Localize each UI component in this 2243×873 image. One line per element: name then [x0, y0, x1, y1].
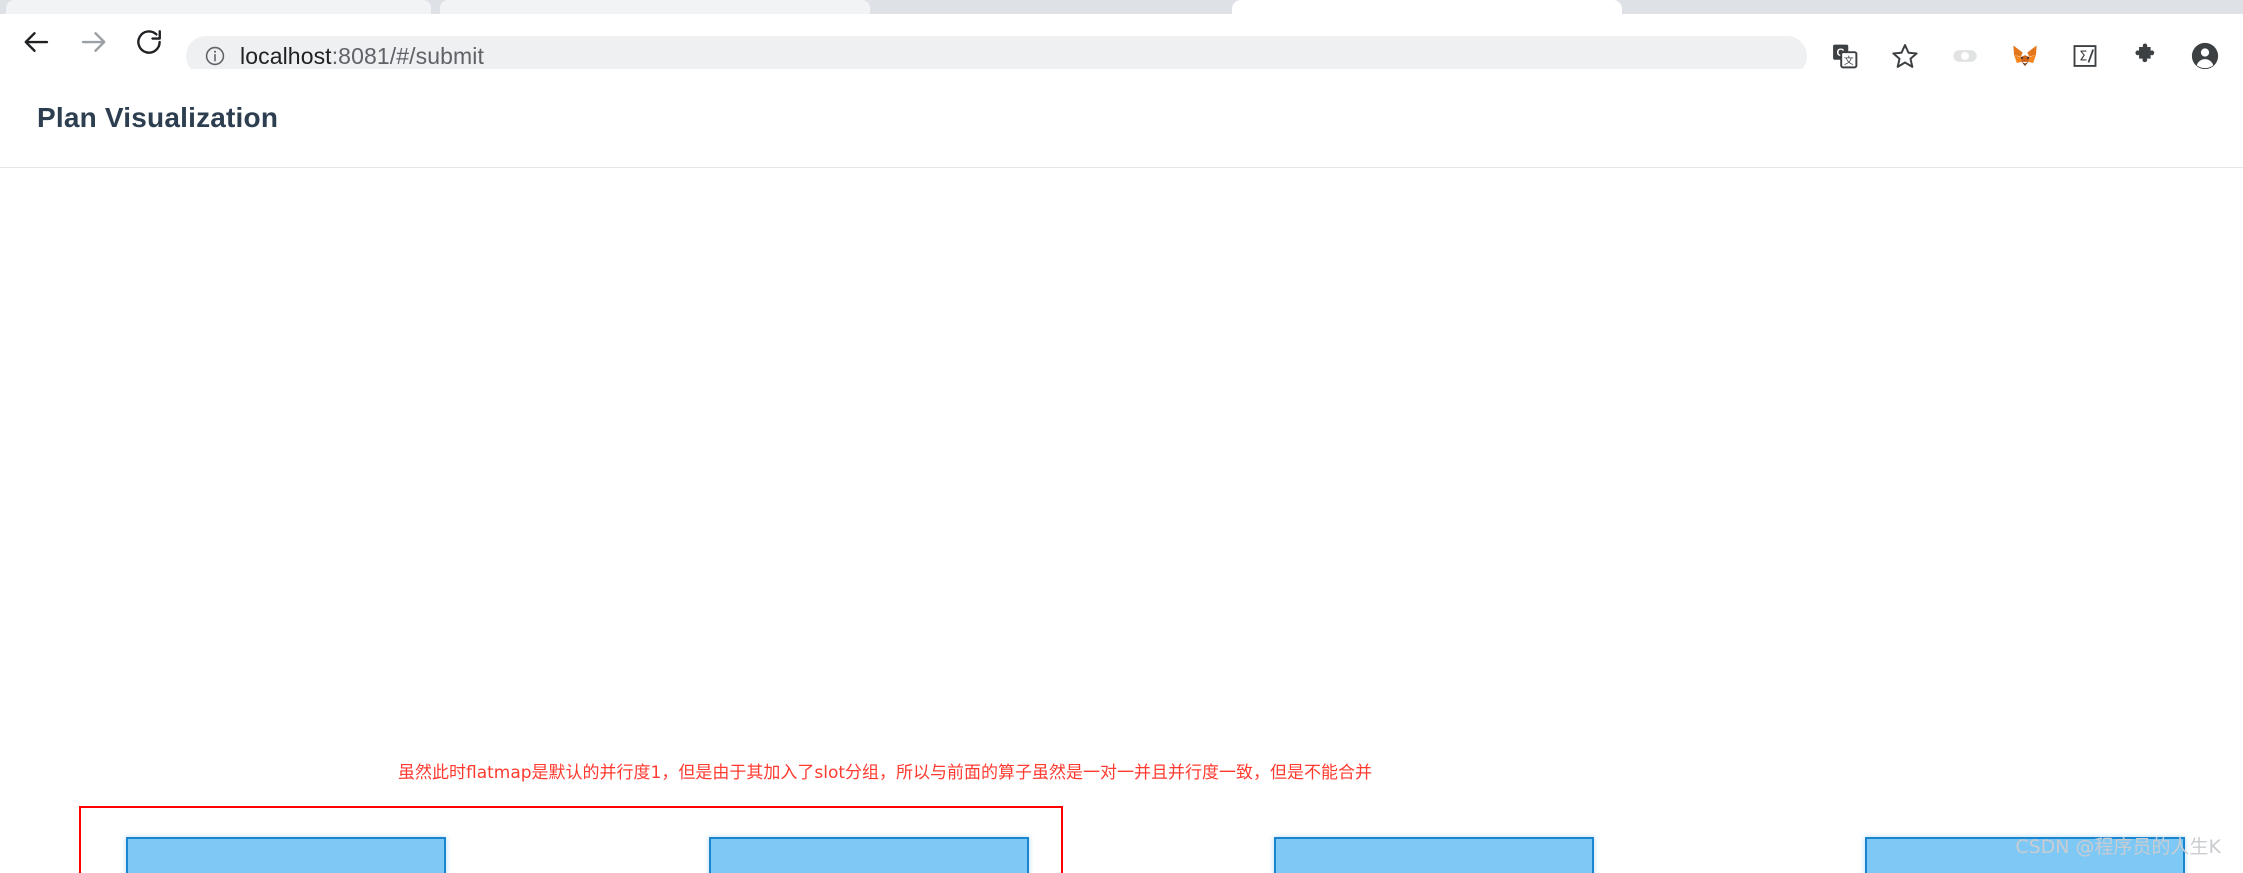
plan-visualization-canvas[interactable]: 虽然此时flatmap是默认的并行度1，但是由于其加入了slot分组，所以与前面… — [0, 169, 2243, 873]
extensions-puzzle-icon[interactable] — [2123, 34, 2167, 78]
forward-arrow-icon — [78, 27, 108, 57]
back-arrow-icon — [22, 27, 52, 57]
app-header: Plan Visualization — [0, 69, 2243, 168]
plan-node-keyed-aggregation[interactable]: Keyed Aggregation Parallelism: 2 — [1274, 837, 1594, 873]
math-sigma-icon[interactable]: Σ — [2063, 34, 2107, 78]
red-annotation-text: 虽然此时flatmap是默认的并行度1，但是由于其加入了slot分组，所以与前面… — [398, 763, 1373, 783]
svg-text:文: 文 — [1844, 54, 1854, 67]
plan-node-flat-map[interactable]: Flat Map Parallelism: 1 — [709, 837, 1029, 873]
browser-tab-strip — [0, 0, 2243, 14]
browser-tab-2[interactable] — [440, 0, 870, 14]
url-text: localhost:8081/#/submit — [240, 43, 484, 70]
csdn-watermark: CSDN @程序员的人生K — [2015, 836, 2221, 858]
forward-button[interactable] — [70, 19, 116, 65]
page-title: Plan Visualization — [37, 102, 279, 133]
browser-tab-1[interactable] — [6, 0, 431, 14]
address-bar[interactable]: localhost:8081/#/submit — [186, 36, 1807, 76]
svg-text:Σ: Σ — [2079, 49, 2087, 64]
extension-faded-icon[interactable] — [1943, 34, 1987, 78]
plan-node-sink[interactable]: Sink: Print to Std. Out Parallelism: 1 — [1865, 837, 2185, 873]
back-button[interactable] — [14, 19, 60, 65]
url-path: :8081/#/submit — [331, 42, 484, 69]
red-highlight-box — [79, 806, 1063, 873]
url-host: localhost — [240, 42, 332, 69]
reload-icon — [134, 27, 164, 57]
bookmark-star-icon[interactable] — [1883, 34, 1927, 78]
browser-toolbar: localhost:8081/#/submit G 文 — [0, 14, 2243, 76]
info-circle-icon[interactable] — [204, 45, 226, 67]
reload-button[interactable] — [126, 19, 172, 65]
profile-avatar-icon[interactable] — [2183, 34, 2227, 78]
translate-icon[interactable]: G 文 — [1823, 34, 1867, 78]
toolbar-icon-group: G 文 — [1815, 28, 2235, 83]
browser-tab-active[interactable] — [1232, 0, 1622, 14]
metamask-fox-icon[interactable] — [2003, 34, 2047, 78]
plan-node-source[interactable]: Source: Socket Stream Parallelism: 1 — [126, 837, 446, 873]
